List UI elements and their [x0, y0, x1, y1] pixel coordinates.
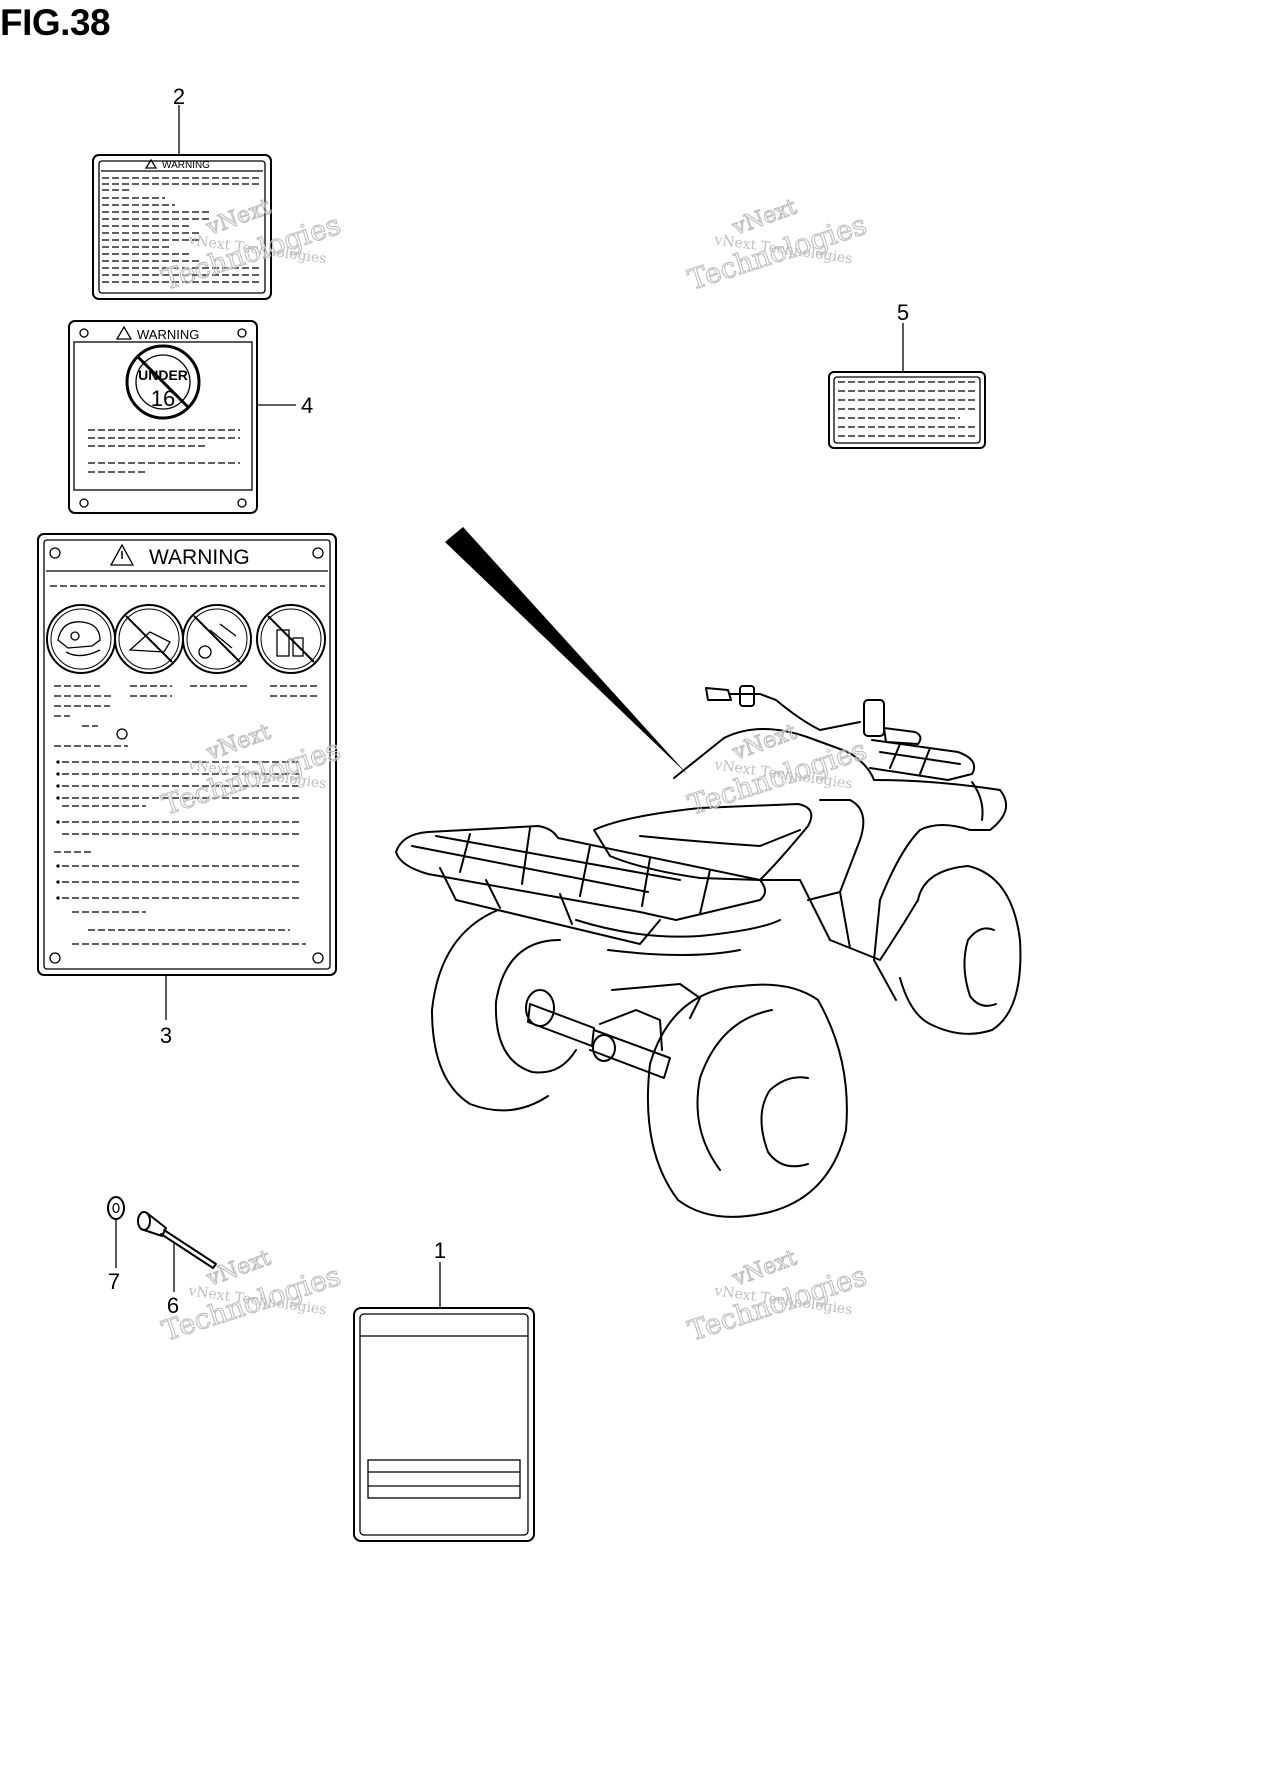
label-5-text-lines [838, 381, 975, 437]
warning-triangle-icon [144, 158, 158, 169]
label-3[interactable]: WARNING [37, 533, 337, 976]
no-under-16-icon: UNDER 16 [125, 344, 201, 420]
callout-3[interactable]: 3 [160, 1023, 172, 1048]
no-passenger-pictogram-icon [114, 604, 184, 674]
pictogram-row [46, 604, 326, 674]
watermark-mid-left: vNext vNext Technologies Technologies [157, 719, 345, 822]
figure-title: FIG.38 [0, 2, 111, 43]
label-2-heading: WARNING [162, 160, 210, 171]
label-1[interactable] [353, 1307, 535, 1542]
label-2[interactable]: WARNING [92, 154, 272, 300]
no-drugs-pictogram-icon [182, 604, 252, 674]
watermark-bottom-left: vNext vNext Technologies Technologies [157, 1245, 345, 1348]
label-location-arrow [445, 527, 688, 775]
callout-7[interactable]: 7 [108, 1269, 120, 1294]
watermark-top-left: vNext vNext Technologies Technologies [157, 194, 345, 297]
label-2-text-lines [102, 177, 262, 283]
no-alcohol-pictogram-icon [256, 604, 326, 674]
warning-triangle-icon [109, 543, 135, 566]
watermark-mid-right: vNext vNext Technologies Technologies [683, 719, 871, 822]
watermark-bottom-right: vNext vNext Technologies Technologies [683, 1245, 871, 1348]
callout-4[interactable]: 4 [301, 393, 313, 418]
washer-part-7[interactable] [107, 1196, 125, 1220]
label-3-heading: WARNING [149, 546, 250, 569]
label-3-text-lines [54, 685, 318, 945]
helmet-pictogram-icon [46, 604, 116, 674]
label-4-heading: WARNING [137, 327, 199, 342]
label-5[interactable] [828, 371, 986, 449]
callout-1[interactable]: 1 [434, 1238, 446, 1263]
callout-5[interactable]: 5 [897, 300, 909, 325]
watermark-top-right: vNext vNext Technologies Technologies [683, 194, 871, 297]
warning-triangle-icon [115, 325, 133, 340]
callout-6[interactable]: 6 [167, 1293, 179, 1318]
label-4-text-lines [88, 429, 240, 473]
rivet-part-6[interactable] [137, 1211, 217, 1269]
atv-illustration [395, 685, 1022, 1218]
label-4[interactable]: WARNING UNDER 16 [68, 320, 258, 514]
callout-2[interactable]: 2 [173, 84, 185, 109]
